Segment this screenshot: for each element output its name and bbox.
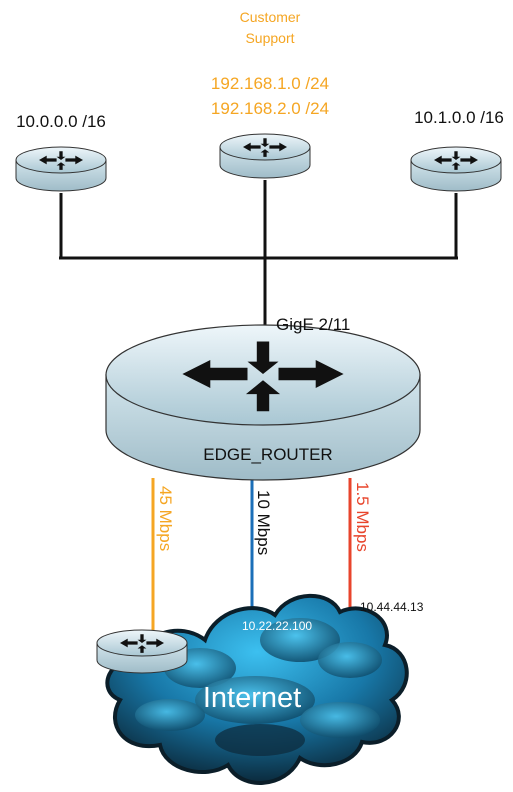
router-isp[interactable] <box>96 629 188 674</box>
lan-bus <box>59 180 458 345</box>
subnet-left: 10.0.0.0 /16 <box>16 112 106 131</box>
cloud-label: Internet <box>203 682 301 714</box>
edge-router-name: EDGE_ROUTER <box>203 445 332 464</box>
bandwidth-red: 1.5 Mbps <box>353 482 372 552</box>
subnet-right: 10.1.0.0 /16 <box>414 108 504 127</box>
address-blue: 10.22.22.100 <box>242 619 312 633</box>
bandwidth-orange: 45 Mbps <box>156 486 175 551</box>
router-left[interactable] <box>15 146 107 192</box>
router-arrows-icon <box>243 138 287 157</box>
router-arrows-icon <box>120 634 164 653</box>
subnet-center-line1: 192.168.1.0 /24 <box>211 74 329 93</box>
group-label-line1: Customer <box>240 9 301 25</box>
bandwidth-blue: 10 Mbps <box>254 490 273 555</box>
router-center[interactable] <box>219 133 311 179</box>
uplink-interface: GigE 2/11 <box>276 315 350 334</box>
address-red: 10.44.44.13 <box>360 600 424 614</box>
subnet-center-line2: 192.168.2.0 /24 <box>211 99 329 118</box>
router-arrows-icon <box>434 151 478 170</box>
group-label-line2: Support <box>245 30 294 46</box>
edge-router[interactable] <box>105 324 421 481</box>
router-right[interactable] <box>410 146 502 192</box>
router-arrows-icon <box>39 151 83 170</box>
router-arrows-icon <box>182 341 344 412</box>
